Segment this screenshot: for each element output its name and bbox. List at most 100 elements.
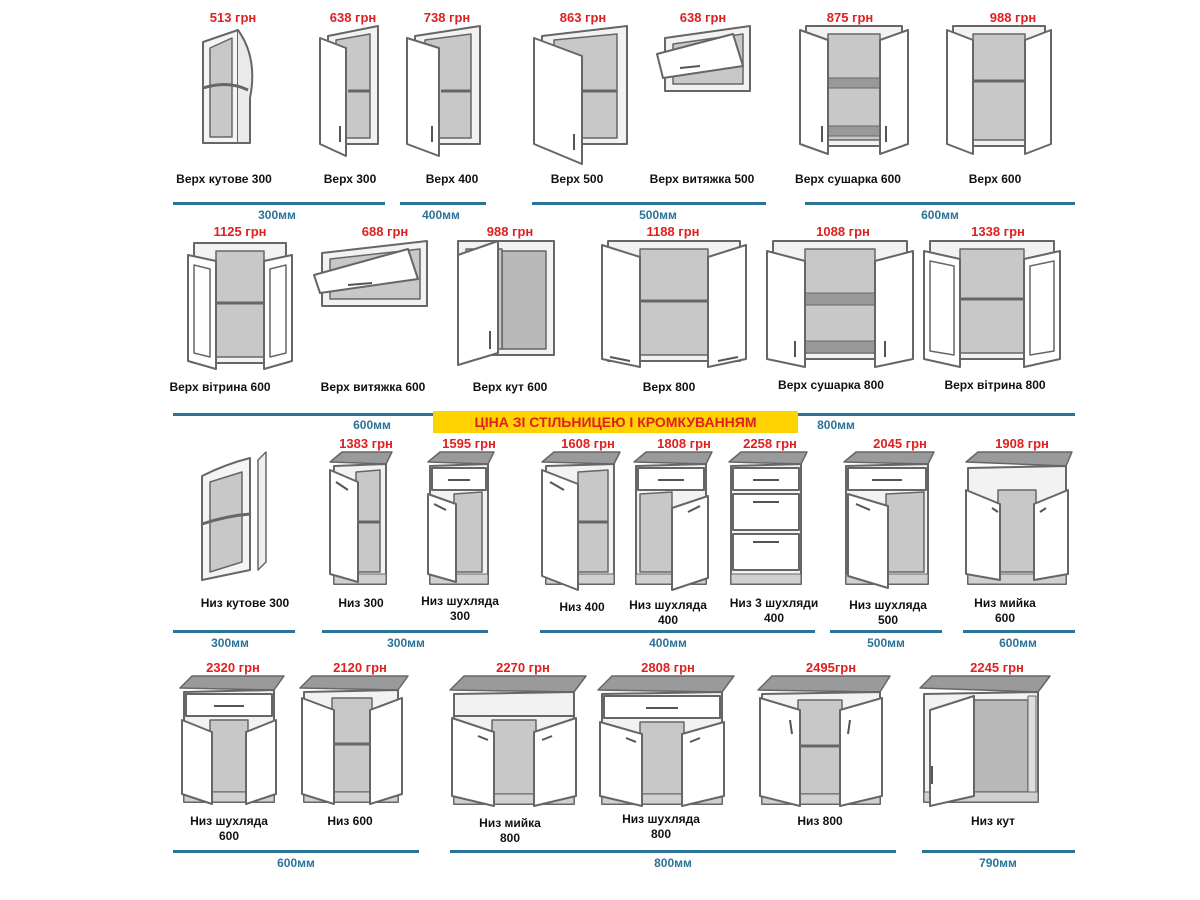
item-label: Верх 500 xyxy=(550,172,604,186)
item-label: Верх 600 xyxy=(968,172,1022,186)
dimension-label: 500мм xyxy=(639,208,677,222)
dimension-line xyxy=(173,202,385,205)
item-price: 2270 грн xyxy=(496,660,550,675)
dimension-line xyxy=(922,850,1075,853)
dimension-label: 400мм xyxy=(422,208,460,222)
lower-corner-shelf-icon xyxy=(201,451,267,581)
hood-cabinet-icon xyxy=(313,240,428,307)
dimension-label: 790мм xyxy=(979,856,1017,870)
glass-display-cabinet-icon xyxy=(187,242,293,370)
item-price: 988 грн xyxy=(486,224,534,239)
item-label: Низ 300 xyxy=(338,596,384,610)
dimension-label: 400мм xyxy=(649,636,687,650)
dimension-line xyxy=(540,630,815,633)
item-price: 863 грн xyxy=(559,10,607,25)
dimension-label: 600мм xyxy=(277,856,315,870)
dimension-label: 600мм xyxy=(353,418,391,432)
item-label: Низ кутове 300 xyxy=(200,596,290,610)
item-price: 1608 грн xyxy=(561,436,615,451)
base-drawer-door-icon xyxy=(843,451,935,589)
base-single-door-icon xyxy=(329,451,393,585)
dimension-label: 300мм xyxy=(387,636,425,650)
base-drawer-double-door-icon xyxy=(179,675,285,805)
item-label: Верх витяжка 500 xyxy=(649,172,755,186)
item-price: 988 грн xyxy=(989,10,1037,25)
dimension-line xyxy=(805,202,1075,205)
base-drawer-door-icon xyxy=(633,451,713,591)
dimension-label: 600мм xyxy=(999,636,1037,650)
item-price: 1125 грн xyxy=(213,224,267,239)
dish-dryer-cabinet-icon xyxy=(799,25,909,155)
item-price: 1908 грн xyxy=(995,436,1049,451)
item-price: 875 грн xyxy=(826,10,874,25)
item-label: Низ 800 xyxy=(797,814,843,828)
item-label: Верх сушарка 600 xyxy=(795,172,901,186)
item-label: Верх 800 xyxy=(642,380,696,394)
item-price: 2120 грн xyxy=(333,660,387,675)
item-price: 1188 грн xyxy=(646,224,700,239)
base-single-door-icon xyxy=(541,451,621,591)
base-drawer-double-door-icon xyxy=(597,675,735,807)
item-price: 738 грн xyxy=(423,10,471,25)
dimension-line xyxy=(450,850,896,853)
item-label: Низ 600 xyxy=(327,814,373,828)
item-label: Верх сушарка 800 xyxy=(778,378,884,392)
hood-cabinet-icon xyxy=(656,25,751,92)
item-label: Низ 400 xyxy=(559,600,605,614)
item-price: 1088 грн xyxy=(816,224,870,239)
item-label: Верх 300 xyxy=(323,172,377,186)
dimension-line xyxy=(532,202,766,205)
dimension-label: 800мм xyxy=(817,418,855,432)
item-price: 638 грн xyxy=(679,10,727,25)
base-double-door-icon xyxy=(299,675,409,805)
item-price: 688 грн xyxy=(361,224,409,239)
upper-corner-cabinet-icon xyxy=(457,240,555,366)
item-price: 2258 грн xyxy=(743,436,797,451)
item-price: 2495грн xyxy=(805,660,857,675)
item-price: 513 грн xyxy=(209,10,257,25)
dimension-label: 600мм xyxy=(921,208,959,222)
item-price: 2808 грн xyxy=(641,660,695,675)
dish-dryer-cabinet-icon xyxy=(766,240,914,368)
item-label: Верх вітрина 600 xyxy=(169,380,271,394)
dimension-line xyxy=(173,850,419,853)
base-double-door-icon xyxy=(757,675,891,807)
base-drawer-door-icon xyxy=(427,451,495,585)
dimension-line xyxy=(173,413,433,416)
upper-corner-shelf-icon xyxy=(202,29,254,144)
item-label: Верх витяжка 600 xyxy=(320,380,426,394)
dimension-line xyxy=(173,630,295,633)
dimension-line xyxy=(322,630,488,633)
item-price: 1808 грн xyxy=(657,436,711,451)
dimension-line xyxy=(830,630,942,633)
item-price: 2320 грн xyxy=(206,660,260,675)
item-price: 1338 грн xyxy=(971,224,1025,239)
sink-base-cabinet-icon xyxy=(449,675,587,807)
item-label: Верх кутове 300 xyxy=(176,172,272,186)
item-label: Верх кут 600 xyxy=(472,380,548,394)
dimension-label: 800мм xyxy=(654,856,692,870)
sink-base-cabinet-icon xyxy=(965,451,1073,585)
item-price: 2245 грн xyxy=(970,660,1024,675)
item-label: Верх вітрина 800 xyxy=(944,378,1046,392)
dimension-line xyxy=(963,630,1075,633)
base-corner-cabinet-icon xyxy=(919,675,1051,807)
upper-double-door-icon xyxy=(946,25,1052,155)
item-price: 1383 грн xyxy=(339,436,393,451)
dimension-line xyxy=(798,413,1075,416)
item-label: Низ кут xyxy=(970,814,1016,828)
upper-single-door-icon xyxy=(319,25,379,157)
upper-single-door-icon xyxy=(533,25,628,165)
item-price: 638 грн xyxy=(329,10,377,25)
dimension-label: 300мм xyxy=(258,208,296,222)
glass-display-cabinet-icon xyxy=(923,240,1061,368)
dimension-line xyxy=(400,202,486,205)
